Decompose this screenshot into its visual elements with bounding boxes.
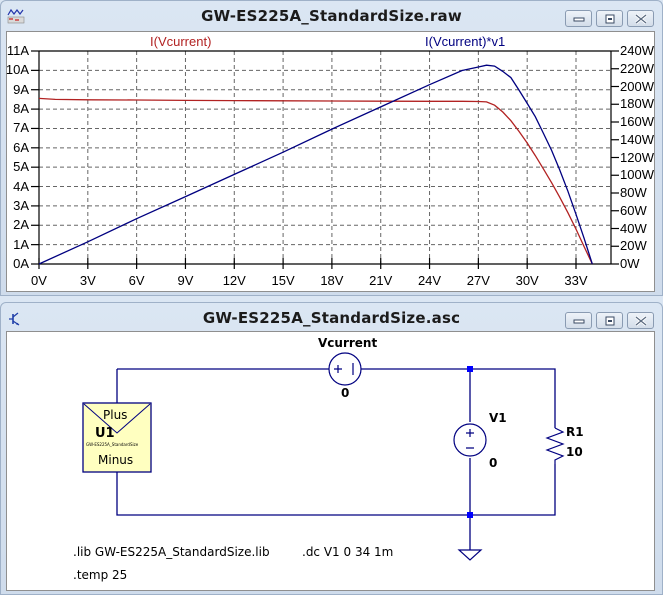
ground-symbol bbox=[457, 549, 483, 561]
plot-pane[interactable]: I(Vcurrent) I(Vcurrent)*v1 0V 3V 6V 9V 12V 15… bbox=[6, 31, 655, 292]
v1-source-symbol[interactable] bbox=[453, 423, 487, 457]
x-tick-label: 9V bbox=[177, 273, 194, 288]
y-left-tick-label: 10A bbox=[5, 62, 29, 78]
u1-model-label: GW-ES225A_StandardSize bbox=[86, 442, 139, 447]
temp-directive[interactable]: .temp 25 bbox=[73, 568, 128, 582]
close-button[interactable] bbox=[627, 312, 654, 329]
x-tick-label: 30V bbox=[515, 273, 539, 288]
y-left-tick-label: 3A bbox=[13, 197, 29, 213]
wires bbox=[116, 368, 556, 550]
r1-value-label: 10 bbox=[566, 445, 583, 459]
minimize-icon bbox=[573, 17, 584, 21]
grid bbox=[39, 51, 611, 264]
waveform-viewer-icon bbox=[7, 8, 25, 24]
transistor-icon bbox=[9, 312, 20, 326]
y-right-tick-label: 60W bbox=[620, 202, 647, 218]
close-icon bbox=[634, 13, 647, 24]
y-left-tick-label: 11A bbox=[6, 43, 29, 58]
plot-window: GW-ES225A_StandardSize.raw I(Vcurrent) I… bbox=[0, 0, 663, 296]
u1-pin-minus-label: Minus bbox=[98, 453, 134, 467]
v1-ref-label: V1 bbox=[489, 411, 507, 425]
minimize-icon bbox=[573, 319, 584, 323]
minimize-button[interactable] bbox=[565, 10, 592, 27]
y-left-tick-label: 8A bbox=[13, 101, 29, 117]
trace-current[interactable] bbox=[38, 97, 593, 265]
y-right-tick-label: 100W bbox=[620, 167, 654, 183]
y-right-tick-label: 80W bbox=[620, 185, 647, 200]
y-right-tick-label: 220W bbox=[620, 60, 654, 76]
vcurrent-value-label: 0 bbox=[341, 386, 350, 400]
junction-dot bbox=[467, 512, 473, 518]
restore-icon bbox=[605, 14, 614, 23]
close-button[interactable] bbox=[627, 10, 654, 27]
restore-button[interactable] bbox=[596, 10, 623, 27]
y-right-tick-label: 0W bbox=[620, 256, 640, 271]
r1-ref-label: R1 bbox=[566, 425, 584, 439]
vcurrent-source-symbol[interactable] bbox=[328, 352, 362, 386]
y-left-tick-label: 2A bbox=[13, 217, 29, 233]
schematic-window-titlebar[interactable]: GW-ES225A_StandardSize.asc bbox=[1, 303, 662, 331]
r1-resistor-symbol[interactable] bbox=[545, 427, 565, 464]
plot-window-title: GW-ES225A_StandardSize.raw bbox=[201, 7, 462, 25]
y-right-tick-label: 160W bbox=[620, 114, 654, 129]
y-left-tick-label: 9A bbox=[13, 81, 29, 97]
x-tick-label: 18V bbox=[320, 273, 344, 288]
y-right-tick-label: 240W bbox=[620, 43, 654, 58]
y-left-tick-label: 1A bbox=[13, 236, 29, 252]
vcurrent-ref-label: Vcurrent bbox=[318, 336, 378, 350]
x-tick-label: 6V bbox=[128, 273, 145, 288]
u1-solar-module[interactable] bbox=[82, 402, 152, 473]
schematic-window-title: GW-ES225A_StandardSize.asc bbox=[202, 309, 461, 327]
y-left-tick-label: 4A bbox=[13, 178, 29, 194]
schematic-window: GW-ES225A_StandardSize.asc bbox=[0, 302, 663, 595]
plot-frame bbox=[31, 50, 619, 269]
x-tick-label: 21V bbox=[369, 273, 393, 288]
close-icon bbox=[634, 315, 647, 326]
y-left-tick-label: 6A bbox=[13, 139, 29, 155]
x-tick-label: 3V bbox=[79, 273, 96, 288]
v1-value-label: 0 bbox=[489, 456, 498, 470]
trace-label-power[interactable]: I(Vcurrent)*v1 bbox=[425, 34, 506, 49]
dc-sweep-directive[interactable]: .dc V1 0 34 1m bbox=[302, 545, 394, 559]
u1-pin-plus-label: Plus bbox=[103, 408, 128, 422]
y-right-tick-label: 180W bbox=[620, 96, 654, 112]
y-right-tick-label: 20W bbox=[620, 238, 647, 254]
trace-label-current[interactable]: I(Vcurrent) bbox=[150, 34, 212, 49]
y-left-tick-label: 5A bbox=[13, 159, 29, 175]
trace-power[interactable] bbox=[38, 64, 593, 265]
x-tick-label: 33V bbox=[564, 273, 588, 288]
x-tick-label: 15V bbox=[271, 273, 295, 288]
plot-canvas[interactable] bbox=[7, 32, 656, 293]
x-tick-label: 27V bbox=[466, 273, 490, 288]
y-left-tick-label: 7A bbox=[13, 120, 29, 136]
lib-directive[interactable]: .lib GW-ES225A_StandardSize.lib bbox=[73, 545, 270, 559]
u1-ref-label: U1 bbox=[95, 426, 115, 441]
schematic-pane[interactable]: Plus U1 GW-ES225A_StandardSize Minus Vcu… bbox=[6, 331, 655, 591]
x-tick-label: 24V bbox=[417, 273, 442, 288]
y-right-tick-label: 120W bbox=[620, 149, 654, 165]
y-right-tick-label: 40W bbox=[620, 220, 647, 236]
schematic-canvas[interactable] bbox=[7, 332, 656, 592]
junction-dot bbox=[467, 366, 473, 372]
y-right-tick-label: 200W bbox=[620, 78, 654, 94]
restore-icon bbox=[605, 316, 614, 325]
y-left-tick-label: 0A bbox=[13, 256, 29, 271]
y-right-tick-label: 140W bbox=[620, 131, 654, 147]
x-tick-label: 12V bbox=[222, 273, 246, 288]
minimize-button[interactable] bbox=[565, 312, 592, 329]
plot-window-titlebar[interactable]: GW-ES225A_StandardSize.raw bbox=[1, 1, 662, 29]
restore-button[interactable] bbox=[596, 312, 623, 329]
x-tick-label: 0V bbox=[31, 273, 47, 288]
